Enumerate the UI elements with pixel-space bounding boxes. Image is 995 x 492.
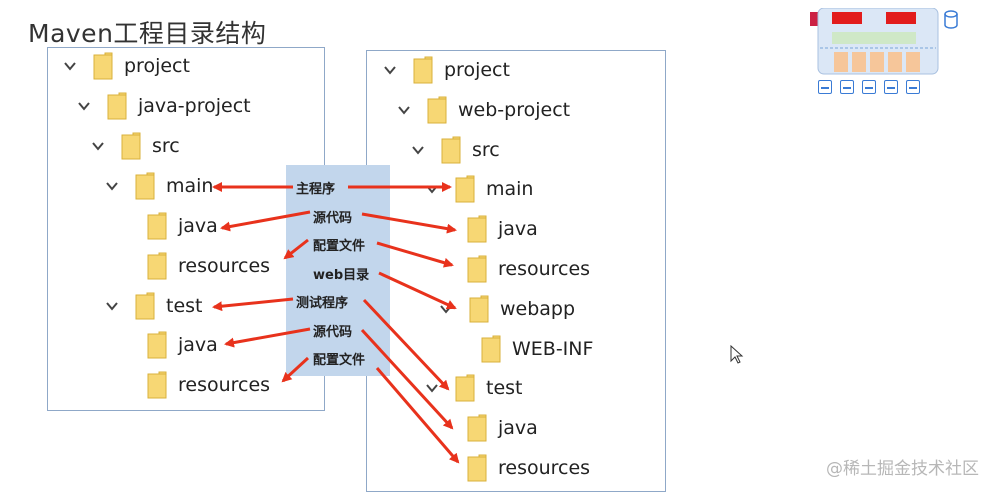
right-tree-item[interactable]: WEB-INF (480, 333, 593, 365)
folder-icon (468, 295, 490, 323)
tree-item-label: resources (498, 457, 591, 479)
tree-item-label: resources (178, 374, 271, 396)
left-tree-item[interactable]: resources (146, 250, 270, 282)
right-tree-item[interactable]: web-project (396, 94, 570, 126)
chevron-down-icon[interactable] (76, 98, 92, 114)
chevron-down-icon[interactable] (438, 301, 454, 317)
folder-icon (134, 172, 156, 200)
folder-icon (146, 252, 168, 280)
folder-icon (146, 331, 168, 359)
right-tree-item[interactable]: java (466, 412, 538, 444)
folder-icon (134, 292, 156, 320)
right-tree-item[interactable]: main (424, 173, 533, 205)
tree-item-label: main (486, 178, 534, 200)
right-tree-item[interactable]: resources (466, 253, 590, 285)
chevron-down-icon[interactable] (62, 58, 78, 74)
right-tree-item[interactable]: resources (466, 452, 590, 484)
folder-icon (146, 212, 168, 240)
tree-item-label: java-project (138, 95, 251, 117)
left-tree-item[interactable]: src (90, 130, 180, 162)
left-tree-item[interactable]: project (62, 50, 190, 82)
chevron-down-icon[interactable] (396, 102, 412, 118)
left-tree-item[interactable]: java-project (76, 90, 251, 122)
right-tree-item[interactable]: project (382, 54, 510, 86)
folder-icon (466, 215, 488, 243)
tree-item-label: WEB-INF (512, 338, 594, 360)
doc-icon (906, 80, 920, 94)
right-tree-item[interactable]: src (410, 134, 500, 166)
label-test-program: 测试程序 (296, 296, 349, 311)
doc-icon (840, 80, 854, 94)
chevron-down-icon[interactable] (424, 181, 440, 197)
slide-title: Maven工程目录结构 (28, 19, 267, 48)
tree-item-label: project (124, 55, 190, 77)
chevron-down-icon[interactable] (424, 380, 440, 396)
doc-icon (862, 80, 876, 94)
left-tree-item[interactable]: main (104, 170, 213, 202)
watermark: @稀土掘金技术社区 (826, 459, 979, 479)
right-tree-item[interactable]: test (424, 372, 523, 404)
label-main-program: 主程序 (296, 182, 336, 197)
label-web-directory: web目录 (313, 268, 370, 283)
tree-item-label: test (166, 295, 203, 317)
chevron-down-icon[interactable] (382, 62, 398, 78)
thumbnail-doc-icons (818, 80, 920, 94)
tree-item-label: java (498, 218, 538, 240)
folder-icon (426, 96, 448, 124)
left-tree-item[interactable]: test (104, 290, 203, 322)
tree-item-label: web-project (458, 99, 571, 121)
tree-item-label: java (498, 417, 538, 439)
tree-item-label: webapp (500, 298, 576, 320)
label-source-code: 源代码 (313, 211, 353, 226)
folder-icon (454, 374, 476, 402)
folder-icon (466, 454, 488, 482)
tree-item-label: java (178, 215, 218, 237)
tree-item-label: src (152, 135, 180, 157)
folder-icon (440, 136, 462, 164)
left-tree-item[interactable]: resources (146, 369, 270, 401)
chevron-down-icon[interactable] (90, 138, 106, 154)
folder-icon (466, 255, 488, 283)
folder-icon (412, 56, 434, 84)
left-tree-item[interactable]: java (146, 210, 218, 242)
folder-icon (466, 414, 488, 442)
folder-icon (120, 132, 142, 160)
chevron-down-icon[interactable] (104, 298, 120, 314)
folder-icon (146, 371, 168, 399)
chevron-down-icon[interactable] (104, 178, 120, 194)
folder-icon (454, 175, 476, 203)
doc-icon (818, 80, 832, 94)
label-test-config-files: 配置文件 (313, 353, 366, 368)
doc-icon (884, 80, 898, 94)
tree-item-label: resources (178, 255, 271, 277)
slide-thumbnail[interactable] (810, 8, 940, 78)
tree-item-label: src (472, 139, 500, 161)
left-tree-item[interactable]: java (146, 329, 218, 361)
folder-icon (106, 92, 128, 120)
tree-item-label: main (166, 175, 214, 197)
tree-item-label: resources (498, 258, 591, 280)
folder-icon (480, 335, 502, 363)
label-config-files: 配置文件 (313, 239, 366, 254)
tree-item-label: test (486, 377, 523, 399)
right-tree-item[interactable]: java (466, 213, 538, 245)
tree-item-label: java (178, 334, 218, 356)
label-test-source-code: 源代码 (313, 325, 353, 340)
mouse-cursor-icon (730, 345, 744, 364)
folder-icon (92, 52, 114, 80)
database-icon (944, 10, 958, 29)
right-tree-item[interactable]: webapp (438, 293, 575, 325)
tree-item-label: project (444, 59, 510, 81)
chevron-down-icon[interactable] (410, 142, 426, 158)
